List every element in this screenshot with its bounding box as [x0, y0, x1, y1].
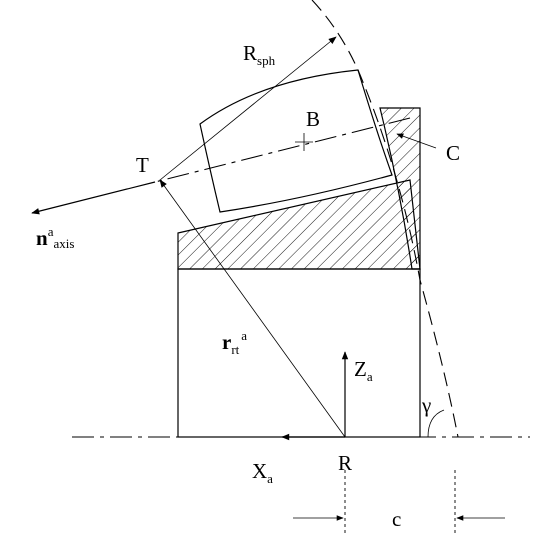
- inner-body: [177, 268, 421, 438]
- roller: [199, 69, 393, 213]
- label-r-point: R: [338, 451, 352, 475]
- label-r-sph: Rsph: [243, 41, 276, 68]
- n-axis-arrow: [31, 181, 156, 215]
- label-c-point: C: [446, 141, 460, 165]
- label-r-rt: rrta: [222, 328, 247, 357]
- r-sph-line: [159, 36, 337, 181]
- roller-axis: [154, 117, 411, 183]
- label-z-axis: Za: [354, 357, 373, 384]
- spherical-arc: [311, 0, 459, 438]
- outer-ring-hatched: [379, 107, 421, 270]
- label-t: T: [136, 153, 149, 177]
- gamma-arc: [427, 409, 445, 438]
- label-n-axis: naaxis: [36, 224, 74, 251]
- label-c-dim: c: [392, 507, 401, 531]
- label-gamma: γ: [421, 393, 431, 417]
- r-rt-vector: [159, 179, 346, 438]
- c-leader: [396, 133, 437, 149]
- label-x-axis: Xa: [252, 459, 273, 486]
- label-b: B: [306, 107, 320, 131]
